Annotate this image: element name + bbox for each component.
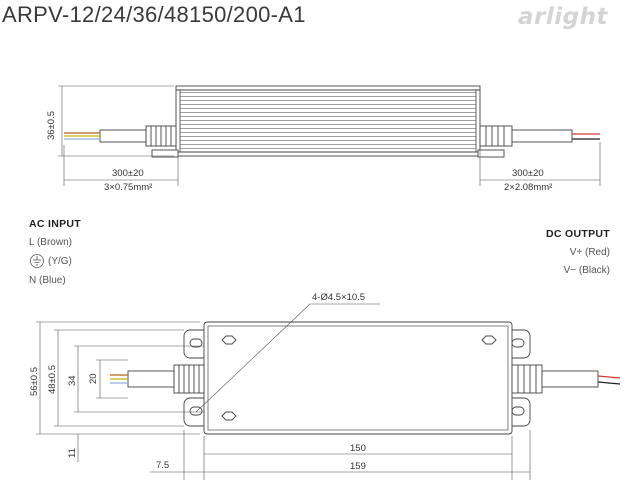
dim-height-20: 20 bbox=[88, 373, 99, 384]
ground-icon bbox=[30, 254, 44, 268]
cable-right bbox=[511, 129, 573, 143]
dim-left-cable-spec: 3×0.75mm² bbox=[104, 182, 152, 193]
cable-top-left bbox=[127, 370, 175, 388]
dim-height-side: 36±0.5 bbox=[46, 111, 57, 140]
wires-left bbox=[64, 132, 100, 140]
dc-line-positive: V+ (Red) bbox=[569, 247, 610, 258]
dim-offset-11: 11 bbox=[67, 448, 78, 458]
screw-top-left bbox=[221, 335, 237, 345]
mount-lug-right bbox=[477, 149, 505, 158]
side-dimensions bbox=[58, 85, 601, 186]
ac-line-l: L (Brown) bbox=[29, 237, 72, 248]
dc-output-heading: DC OUTPUT bbox=[546, 228, 610, 240]
page-title: ARPV-12/24/36/48150/200-A1 bbox=[2, 2, 306, 27]
cable-gland-top-left bbox=[173, 364, 205, 394]
dim-height-outer: 56±0.5 bbox=[29, 367, 40, 396]
wires-right bbox=[572, 133, 600, 140]
dim-offset-7-5: 7.5 bbox=[156, 460, 169, 471]
dim-width-159: 159 bbox=[350, 461, 366, 472]
dim-height-inner: 48±0.5 bbox=[47, 365, 58, 394]
cable-left bbox=[99, 129, 147, 143]
top-dimensions bbox=[36, 321, 531, 480]
cable-gland-left bbox=[145, 125, 177, 147]
ac-line-n: N (Blue) bbox=[29, 275, 66, 286]
dc-line-negative: V− (Black) bbox=[563, 265, 610, 276]
dim-right-cable-spec: 2×2.08mm² bbox=[504, 182, 552, 193]
psu-body-top bbox=[203, 321, 513, 435]
wires-top bbox=[110, 374, 621, 385]
screw-top-right bbox=[481, 335, 497, 345]
brand-logo: arlight bbox=[518, 4, 608, 30]
mount-ear-top-left bbox=[183, 329, 209, 359]
dim-width-150: 150 bbox=[350, 443, 366, 454]
side-view bbox=[99, 85, 573, 158]
hole-leader bbox=[195, 303, 380, 413]
screw-bottom-left bbox=[221, 411, 237, 421]
top-view bbox=[127, 321, 599, 435]
ac-line-ground: (Y/G) bbox=[48, 256, 72, 267]
cable-top-right bbox=[541, 370, 599, 388]
dim-right-cable-length: 300±20 bbox=[512, 168, 544, 179]
cable-gland-right bbox=[479, 125, 513, 147]
cable-gland-top-right bbox=[511, 364, 543, 394]
dim-left-cable-length: 300±20 bbox=[112, 168, 144, 179]
hole-spec-label: 4-Ø4.5×10.5 bbox=[312, 292, 365, 303]
ac-input-heading: AC INPUT bbox=[29, 218, 81, 230]
dim-height-34: 34 bbox=[67, 375, 78, 386]
